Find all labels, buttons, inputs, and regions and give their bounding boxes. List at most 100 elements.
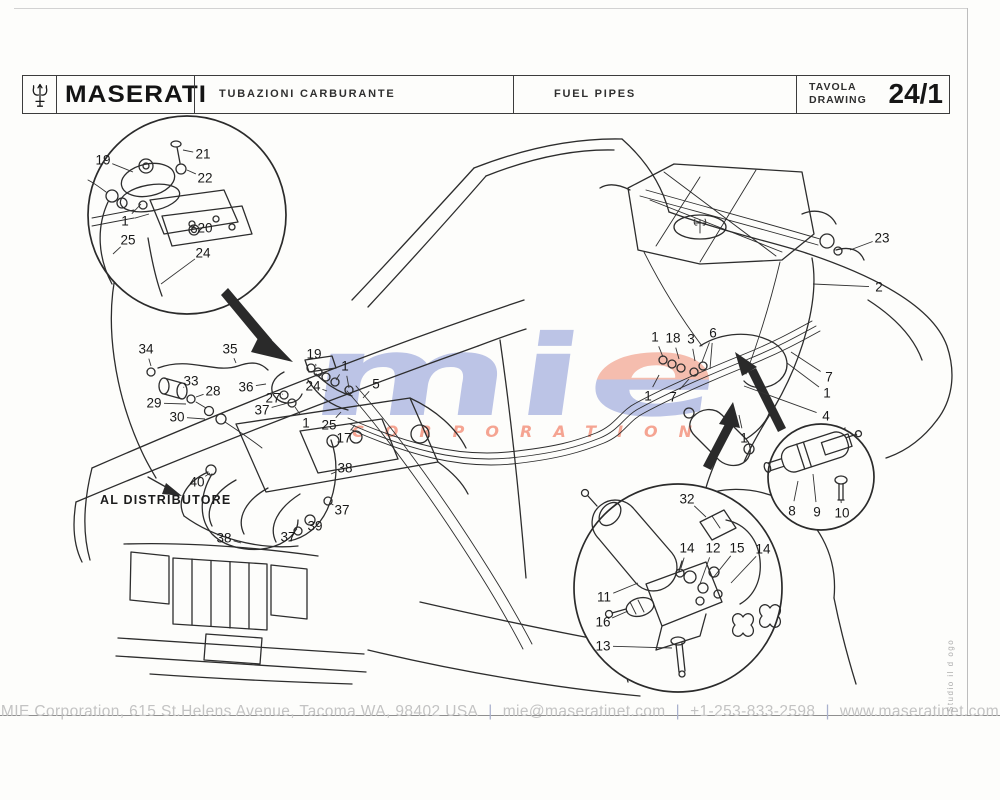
part-callout-37: 37 xyxy=(334,503,349,518)
part-callout-18: 18 xyxy=(665,331,680,346)
callout-leader-line xyxy=(680,557,685,569)
part-callout-13: 13 xyxy=(595,639,610,654)
detail-circle-pump xyxy=(573,483,783,693)
part-callout-17: 17 xyxy=(336,431,351,446)
part-callout-23: 23 xyxy=(874,231,889,246)
callout-leader-line xyxy=(329,502,334,506)
fuel-pump-detail xyxy=(580,488,782,678)
header-divider xyxy=(513,76,514,113)
part-callout-38: 38 xyxy=(216,531,231,546)
callout-leader-line xyxy=(182,149,194,153)
part-callout-16: 16 xyxy=(595,615,610,630)
callout-leader-line xyxy=(322,388,328,392)
engine-bay-components xyxy=(110,267,469,551)
pressure-regulator-detail xyxy=(87,140,253,297)
callout-leader-line xyxy=(131,203,142,215)
callout-leader-line xyxy=(295,528,298,531)
part-callout-30: 30 xyxy=(169,410,184,425)
footer-segment: +1-253-833-2598 xyxy=(690,703,816,720)
callout-leader-line xyxy=(134,213,150,219)
logo-box xyxy=(23,76,57,113)
callout-leader-line xyxy=(793,480,799,502)
callout-leader-line xyxy=(709,342,713,370)
callout-leader-line xyxy=(701,342,710,363)
part-callout-25: 25 xyxy=(321,418,336,433)
callout-leader-line xyxy=(350,424,356,431)
title-block: MASERATI TUBAZIONI CARBURANTE FUEL PIPES… xyxy=(22,75,950,114)
part-callout-35: 35 xyxy=(222,342,237,357)
maserati-trident-icon xyxy=(32,83,47,107)
callout-leader-line xyxy=(346,375,350,389)
part-callout-34: 34 xyxy=(138,342,154,357)
part-callout-37: 37 xyxy=(280,530,295,545)
page-border-right xyxy=(967,8,968,716)
part-callout-1: 1 xyxy=(121,214,129,229)
part-callout-19: 19 xyxy=(95,153,110,168)
part-callout-38: 38 xyxy=(337,461,352,476)
part-callout-1: 1 xyxy=(740,431,748,446)
callout-leader-line xyxy=(613,582,639,594)
footer-segment: MIE Corporation, 615 St.Helens Avenue, T… xyxy=(0,703,479,720)
part-callout-29: 29 xyxy=(146,396,161,411)
title-english: FUEL PIPES xyxy=(554,88,636,100)
page-border-top xyxy=(14,8,968,9)
callout-leader-line xyxy=(786,362,820,388)
part-callout-12: 12 xyxy=(705,541,720,556)
part-callout-4: 4 xyxy=(822,409,830,424)
footer-segment: www.maseratinet.com xyxy=(839,703,1000,720)
callout-leader-line xyxy=(148,358,152,367)
callout-leader-line xyxy=(693,505,707,518)
callout-leader-line xyxy=(233,358,237,364)
part-callout-1: 1 xyxy=(651,330,659,345)
part-callout-1: 1 xyxy=(823,386,831,401)
part-callout-7: 7 xyxy=(669,390,677,405)
part-callout-33: 33 xyxy=(183,374,198,389)
part-callout-28: 28 xyxy=(205,384,220,399)
callout-leader-line xyxy=(271,402,289,408)
brand-wordmark: MASERATI xyxy=(65,81,208,108)
part-callout-19: 19 xyxy=(306,347,321,362)
callout-leader-line xyxy=(679,378,690,390)
callout-leader-line xyxy=(204,472,211,477)
callout-leader-line xyxy=(712,555,732,579)
al-distributore-label: AL DISTRIBUTORE xyxy=(100,493,231,507)
part-callout-8: 8 xyxy=(788,504,796,519)
part-callout-1: 1 xyxy=(644,389,652,404)
callout-leader-line xyxy=(743,385,817,413)
detail-pointer-arrows xyxy=(221,288,786,470)
part-callout-1: 1 xyxy=(302,416,310,431)
callout-leader-line xyxy=(335,411,342,418)
part-callout-40: 40 xyxy=(189,475,204,490)
detail-circle-regulator xyxy=(87,115,287,315)
part-callout-14: 14 xyxy=(755,542,771,557)
part-callout-1: 1 xyxy=(341,359,349,374)
footer-separator: | xyxy=(488,703,493,720)
callout-leader-line xyxy=(738,414,743,429)
callout-leader-line xyxy=(692,348,696,362)
callout-leader-line xyxy=(195,393,204,398)
part-callout-24: 24 xyxy=(195,246,211,261)
part-callout-7: 7 xyxy=(825,370,833,385)
callout-leader-line xyxy=(186,169,197,175)
fuel-filter-detail xyxy=(763,430,863,501)
title-italian: TUBAZIONI CARBURANTE xyxy=(219,88,396,100)
callout-leader-line xyxy=(112,163,134,173)
footer-segment: mie@maseratinet.com xyxy=(502,703,666,720)
part-callout-14: 14 xyxy=(679,541,695,556)
part-callout-39: 39 xyxy=(307,519,322,534)
callout-leader-line xyxy=(790,351,821,372)
part-callout-11: 11 xyxy=(597,590,611,605)
part-callout-20: 20 xyxy=(197,221,212,236)
tavola-drawing-label: TAVOLA DRAWING xyxy=(809,81,867,106)
header-divider xyxy=(194,76,195,113)
callout-leader-line xyxy=(652,374,660,388)
part-callout-15: 15 xyxy=(729,541,744,556)
callout-leader-line xyxy=(186,417,206,420)
callout-leader-line xyxy=(160,258,196,285)
part-callout-6: 6 xyxy=(709,326,717,341)
callout-leader-line xyxy=(730,555,757,584)
callout-leader-line xyxy=(699,557,711,585)
callout-leader-line xyxy=(294,406,301,416)
